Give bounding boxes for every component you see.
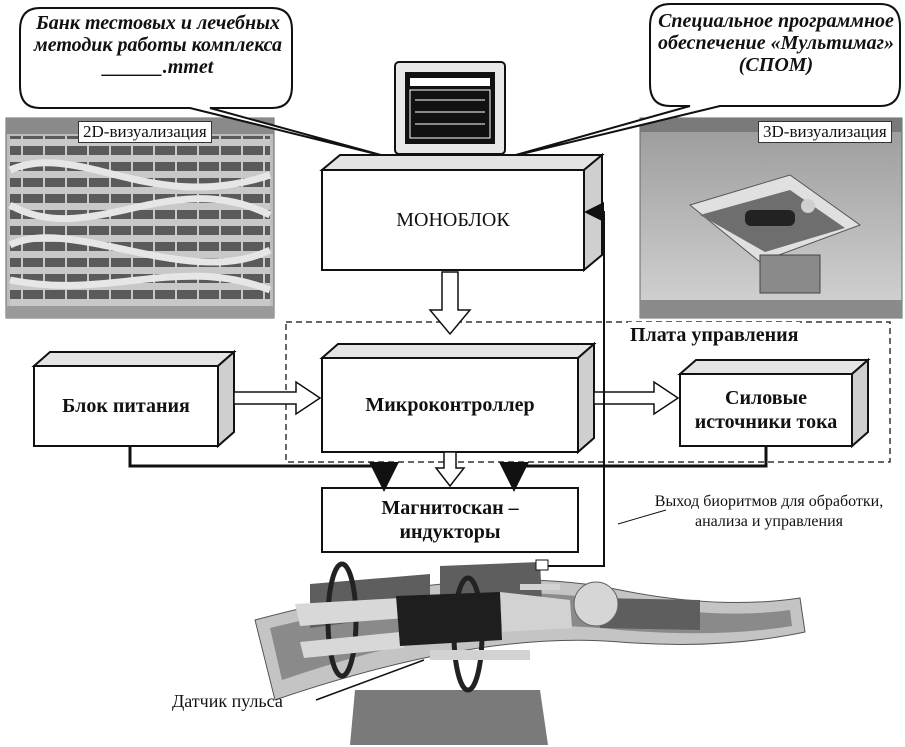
inductors-box <box>321 487 579 553</box>
arrow-mcu-to-current <box>593 380 680 416</box>
arrow-power-to-mcu <box>233 380 322 416</box>
label-3d-visualization: 3D-визуализация <box>758 121 892 143</box>
bubble-left-text: Банк тестовых и лечебных методик работы … <box>34 12 282 78</box>
line-current-to-inductors <box>499 446 768 492</box>
power-label: Блок питания <box>62 395 190 417</box>
bubble-right-text: Специальное программное обеспечение «Мул… <box>658 10 894 76</box>
bubble-left <box>19 7 393 159</box>
power-box <box>31 349 237 449</box>
visualization-3d-image <box>639 117 903 319</box>
microcontroller-label: Микроконтроллер <box>365 394 535 416</box>
label-2d-visualization: 2D-визуализация <box>78 121 212 143</box>
control-board-label: Плата управления <box>628 322 801 348</box>
callout-bio-output <box>617 509 667 525</box>
microcontroller-box <box>319 341 597 455</box>
current-sources-label: Силовые источники тока <box>694 387 838 433</box>
arrow-monoblock-to-mcu <box>428 271 472 336</box>
bio-output-label: Выход биоритмов для обработки, анализа и… <box>654 493 884 530</box>
arrow-mcu-to-inductors <box>434 451 466 488</box>
visualization-2d-image <box>5 117 275 319</box>
line-feedback-to-monoblock <box>546 202 605 567</box>
callout-pulse-sensor <box>315 659 425 701</box>
monitor-illustration <box>394 61 506 169</box>
monoblock-label: МОНОБЛОК <box>396 209 510 231</box>
patient-couch-illustration <box>254 559 806 745</box>
pulse-sensor-label: Датчик пульса <box>172 691 283 711</box>
inductors-label: Магнитоскан – индукторы <box>381 497 519 543</box>
current-sources-box <box>677 357 871 449</box>
bubble-right <box>504 3 901 159</box>
line-power-to-inductors <box>128 446 399 492</box>
control-board-outline <box>285 321 891 463</box>
